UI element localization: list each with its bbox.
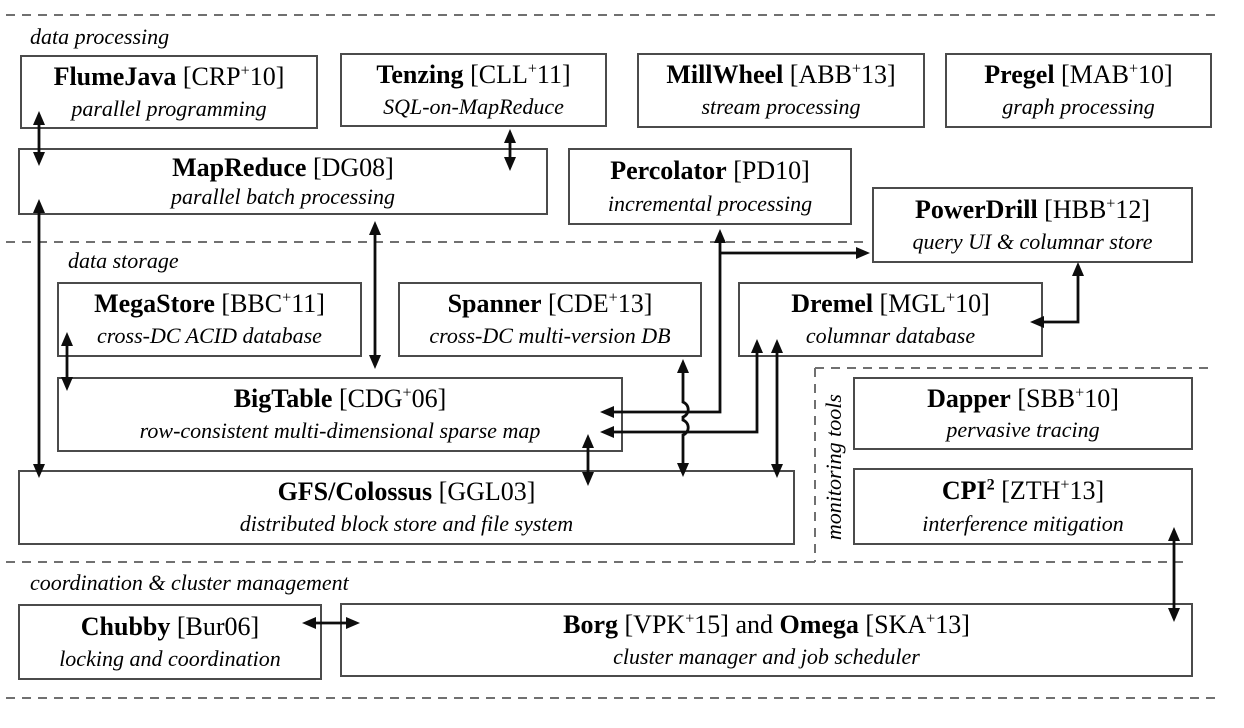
system-title: BigTable [CDG+06]	[233, 384, 447, 414]
system-description: row-consistent multi-dimensional sparse …	[139, 418, 541, 444]
system-box-megastore: MegaStore [BBC+11] cross-DC ACID databas…	[57, 282, 362, 357]
section-label-data-processing: data processing	[30, 24, 170, 49]
system-title: Dremel [MGL+10]	[791, 289, 990, 319]
system-box-percolator: Percolator [PD10] incremental processing	[568, 148, 852, 225]
arrow-dremel-bigtable	[600, 339, 763, 438]
section-label-monitoring-tools: monitoring tools	[820, 394, 846, 541]
system-title: PowerDrill [HBB+12]	[914, 194, 1151, 224]
system-title: Tenzing [CLL+11]	[376, 60, 571, 90]
system-title: Percolator [PD10]	[610, 156, 810, 186]
system-title: GFS/Colossus [GGL03]	[277, 477, 536, 507]
system-box-tenzing: Tenzing [CLL+11] SQL-on-MapReduce	[340, 53, 607, 127]
system-title: Pregel [MAB+10]	[984, 60, 1173, 90]
system-description: interference mitigation	[922, 510, 1124, 536]
system-box-millwheel: MillWheel [ABB+13] stream processing	[637, 53, 925, 128]
title-joiner: and	[735, 610, 773, 640]
system-box-powerdrill: PowerDrill [HBB+12] query UI & columnar …	[872, 187, 1193, 263]
system-box-dremel: Dremel [MGL+10] columnar database	[738, 282, 1043, 357]
system-box-borg-omega: Borg [VPK+15] and Omega [SKA+13] cluster…	[340, 603, 1193, 677]
system-title: MegaStore [BBC+11]	[94, 289, 325, 319]
system-title: Dapper [SBB+10]	[927, 383, 1119, 413]
system-description: locking and coordination	[59, 645, 281, 671]
system-title: Chubby [Bur06]	[80, 611, 260, 641]
arrow-spanner-gfs-with-jumps	[677, 359, 690, 477]
system-title: FlumeJava [CRP+10]	[53, 62, 285, 92]
system-box-cpi2: CPI2 [ZTH+13] interference mitigation	[853, 468, 1193, 545]
system-title: MapReduce [DG08]	[172, 152, 394, 182]
system-description: distributed block store and file system	[239, 511, 574, 537]
system-box-gfs-colossus: GFS/Colossus [GGL03] distributed block s…	[18, 470, 795, 545]
system-box-bigtable: BigTable [CDG+06] row-consistent multi-d…	[57, 377, 623, 452]
system-description: incremental processing	[607, 190, 813, 216]
system-description: cluster manager and job scheduler	[613, 643, 920, 669]
system-description: cross-DC multi-version DB	[429, 323, 671, 349]
system-description: parallel batch processing	[170, 183, 396, 209]
system-description: columnar database	[805, 323, 976, 349]
system-title: Borg [VPK+15] and Omega [SKA+13]	[563, 610, 970, 640]
section-label-data-storage: data storage	[68, 248, 179, 273]
system-description: pervasive tracing	[946, 416, 1100, 442]
system-box-pregel: Pregel [MAB+10] graph processing	[945, 53, 1212, 128]
system-box-dapper: Dapper [SBB+10] pervasive tracing	[853, 377, 1193, 450]
system-title: MillWheel [ABB+13]	[666, 60, 896, 90]
system-title: Spanner [CDE+13]	[447, 289, 653, 319]
system-description: SQL-on-MapReduce	[383, 93, 564, 119]
system-description: stream processing	[701, 94, 861, 120]
system-title: CPI2 [ZTH+13]	[941, 476, 1105, 506]
section-label-coordination: coordination & cluster management	[30, 570, 349, 595]
system-description: cross-DC ACID database	[97, 323, 322, 349]
system-box-spanner: Spanner [CDE+13] cross-DC multi-version …	[398, 282, 702, 357]
system-box-mapreduce: MapReduce [DG08] parallel batch processi…	[18, 148, 548, 215]
system-box-chubby: Chubby [Bur06] locking and coordination	[18, 604, 322, 680]
system-description: parallel programming	[71, 95, 267, 121]
system-box-flumejava: FlumeJava [CRP+10] parallel programming	[20, 55, 318, 129]
system-description: graph processing	[1002, 94, 1155, 120]
system-description: query UI & columnar store	[912, 228, 1153, 254]
